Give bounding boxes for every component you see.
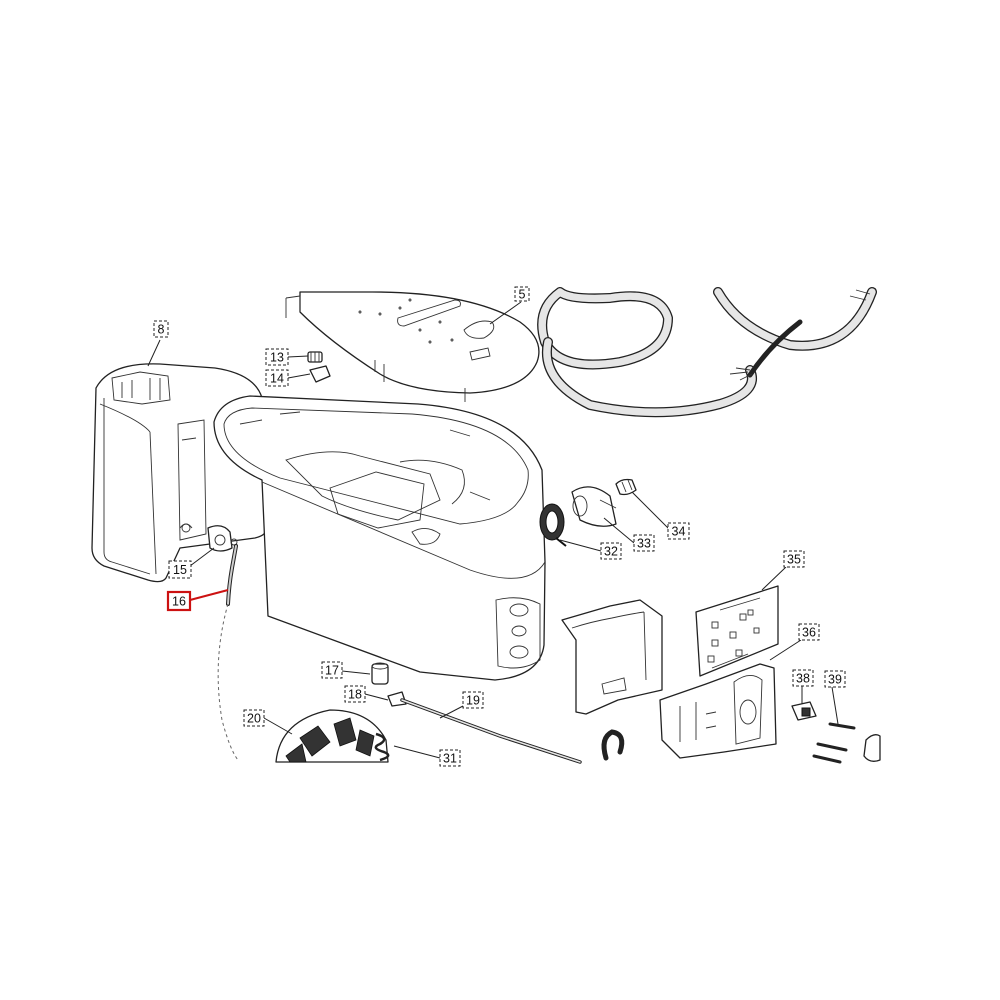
part-32-seal[interactable]	[539, 503, 567, 547]
callout-17: 17	[321, 661, 343, 679]
callout-33: 33	[633, 534, 655, 552]
svg-text:35: 35	[787, 553, 801, 567]
callout-14: 14	[265, 369, 289, 387]
callout-15: 15	[168, 560, 192, 579]
callout-38: 38	[792, 669, 814, 687]
svg-text:33: 33	[637, 537, 651, 551]
part-36-panel-housing[interactable]	[659, 663, 777, 759]
svg-text:38: 38	[796, 672, 810, 686]
callout-8: 8	[153, 320, 169, 338]
svg-text:39: 39	[828, 673, 842, 687]
part-18-connector[interactable]	[387, 691, 407, 707]
right-edge-part[interactable]	[863, 734, 881, 762]
callout-18: 18	[344, 685, 366, 703]
svg-text:20: 20	[247, 712, 261, 726]
svg-text:32: 32	[604, 545, 618, 559]
svg-text:14: 14	[270, 372, 284, 386]
part-16-tube[interactable]	[217, 544, 239, 761]
svg-text:17: 17	[325, 664, 339, 678]
part-15-valve[interactable]	[207, 525, 238, 552]
svg-text:19: 19	[466, 694, 480, 708]
part-33-nozzle[interactable]	[571, 486, 617, 527]
callout-35: 35	[783, 550, 805, 568]
part-39-pins[interactable]	[812, 722, 856, 764]
svg-text:36: 36	[802, 626, 816, 640]
silicone-hose[interactable]	[537, 287, 757, 418]
svg-text:13: 13	[270, 351, 284, 365]
svg-text:16: 16	[172, 595, 186, 609]
part-13-spring[interactable]	[307, 351, 323, 363]
callout-13: 13	[265, 348, 289, 366]
svg-text:5: 5	[519, 288, 526, 302]
svg-text:18: 18	[348, 688, 362, 702]
svg-text:31: 31	[443, 752, 457, 766]
callout-31: 31	[439, 749, 461, 767]
part-19-rod[interactable]	[400, 698, 582, 764]
part-31-spring[interactable]	[374, 732, 390, 762]
callout-34: 34	[667, 522, 690, 540]
callout-32: 32	[600, 542, 622, 560]
callout-19: 19	[462, 691, 484, 709]
part-14-clip[interactable]	[309, 365, 331, 383]
part-20-motor-cover[interactable]	[275, 709, 389, 763]
part-38-switch[interactable]	[791, 701, 817, 721]
callout-39: 39	[824, 670, 846, 688]
part-8-water-tank[interactable]	[91, 363, 269, 583]
svg-text:34: 34	[672, 525, 686, 539]
part-5-top-plate[interactable]	[285, 291, 540, 402]
leader-lines	[147, 301, 839, 759]
mounting-bracket[interactable]	[561, 599, 663, 715]
callout-20: 20	[243, 709, 265, 727]
svg-text:15: 15	[173, 563, 187, 577]
hook-tube[interactable]	[601, 729, 625, 761]
callout-5: 5	[514, 286, 530, 302]
callout-16[interactable]: 16	[166, 590, 192, 612]
callout-36: 36	[798, 623, 820, 641]
part-17-cap[interactable]	[371, 662, 389, 685]
wire-harness[interactable]	[713, 287, 877, 381]
part-35-control-board[interactable]	[695, 585, 779, 677]
main-housing[interactable]	[213, 395, 546, 681]
part-34-screw[interactable]	[615, 478, 637, 496]
svg-text:8: 8	[158, 323, 165, 337]
